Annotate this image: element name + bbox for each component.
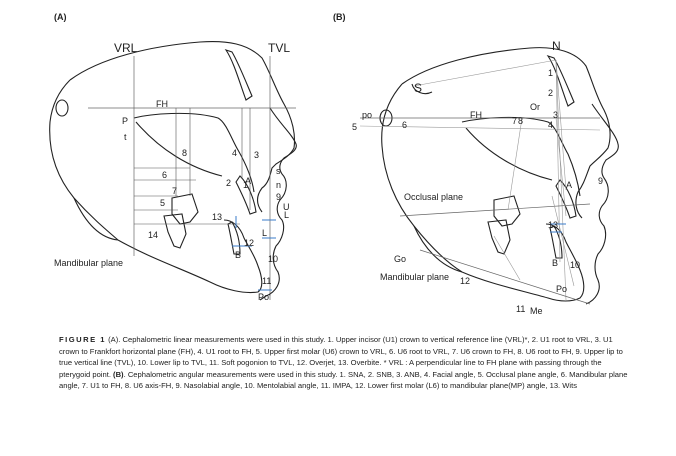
panel-a-num-3: 3 xyxy=(254,150,259,160)
figure-caption-part-a: (A). Cephalometric linear measurements w… xyxy=(59,335,623,379)
panel-a: (A) xyxy=(49,12,297,302)
panel-b-orbit xyxy=(546,54,575,107)
panel-b-soft-tissue xyxy=(585,103,619,305)
panel-a-a-label: A xyxy=(245,176,251,186)
figure-caption-label: FIGURE 1 xyxy=(59,335,107,344)
panel-a-maxilla xyxy=(133,112,255,193)
panel-b-po-label: po xyxy=(362,110,372,120)
panel-a-num-8: 8 xyxy=(182,148,187,158)
panel-a-num-12: 12 xyxy=(244,238,254,248)
panel-b-me-label: Me xyxy=(530,306,543,316)
panel-b-num-2: 2 xyxy=(548,88,553,98)
panel-a-num-10: 10 xyxy=(268,254,278,264)
panel-a-num-11: 11 xyxy=(262,276,271,286)
panel-a-measure-lines xyxy=(134,108,276,291)
panel-b-num-10: 10 xyxy=(570,260,580,270)
panel-b-num-7: 7 xyxy=(512,116,517,126)
panel-a-occiput xyxy=(49,79,119,241)
panel-a-l-label-lower: L xyxy=(262,228,267,238)
panel-a-mandibular-plane-label: Mandibular plane xyxy=(54,258,123,268)
panel-a-lower-molar xyxy=(163,213,187,249)
panel-b-fh-label: FH xyxy=(470,110,482,120)
panel-a-num-2: 2 xyxy=(226,178,231,188)
panel-a-vrl-label: VRL xyxy=(114,41,138,55)
panel-a-num-14: 14 xyxy=(148,230,158,240)
panel-b-palate xyxy=(465,127,553,181)
panel-b-num-13: 13 xyxy=(548,220,558,230)
panel-a-s-label: s xyxy=(276,166,281,176)
panel-a-n-label: n xyxy=(276,180,281,190)
panel-a-orbit xyxy=(224,48,253,101)
panel-a-fh-label: FH xyxy=(156,99,168,109)
panel-b-a-label: A xyxy=(566,180,572,190)
panel-b-num-1: 1 xyxy=(548,68,553,78)
panel-a-soft-tissue xyxy=(259,107,297,301)
panel-a-upper-molar xyxy=(171,193,199,225)
panel-a-l-label-right: L xyxy=(284,210,289,220)
panel-a-ramus xyxy=(73,197,119,241)
figure-caption: FIGURE 1 (A). Cephalometric linear measu… xyxy=(59,334,629,392)
panel-a-po-prime-label: Po' xyxy=(258,292,271,302)
panel-b-or-label: Or xyxy=(530,102,540,112)
panel-b-num-9: 9 xyxy=(598,176,603,186)
panel-a-mandible xyxy=(117,219,263,294)
panel-b-s-label: S xyxy=(414,81,422,95)
panel-b-num-11: 11 xyxy=(516,304,525,314)
panel-a-num-4: 4 xyxy=(232,148,237,158)
panel-b-go-label: Go xyxy=(394,254,406,264)
panel-b-ramus xyxy=(413,225,463,273)
panel-a-num-1: 1 xyxy=(243,180,248,190)
figure-caption-part-b: . Cephalometric angular measurements wer… xyxy=(59,369,628,391)
panel-b-upper-molar xyxy=(493,195,521,227)
panel-a-u-label: U xyxy=(283,202,290,212)
panel-b-skull-outline xyxy=(401,47,611,219)
panel-b-num-12: 12 xyxy=(460,276,470,286)
panel-b-lower-molar xyxy=(487,219,511,255)
panel-b-mandible xyxy=(461,223,585,302)
panel-b-occiput xyxy=(381,83,463,273)
panel-b-num-4: 4 xyxy=(548,120,553,130)
figure-caption-b-marker: (B) xyxy=(113,369,124,379)
panel-b-b-label: B xyxy=(552,258,558,268)
panel-a-upper-incisor xyxy=(235,175,257,215)
panel-b-n-label: N xyxy=(552,39,561,53)
panel-b-tag: (B) xyxy=(333,12,346,22)
panel-a-numbers: 1 2 3 4 5 6 7 8 9 10 11 12 13 14 xyxy=(148,148,281,286)
panel-a-num-9: 9 xyxy=(276,192,281,202)
panel-a-p-label: P xyxy=(122,116,128,126)
panel-a-ear xyxy=(55,99,69,117)
panel-b: (B) xyxy=(333,12,619,316)
panel-b-num-3: 3 xyxy=(553,110,558,120)
panel-b-reference-lines xyxy=(359,59,601,305)
panel-a-tag: (A) xyxy=(54,12,67,22)
panel-b-numbers: 1 2 3 4 5 6 7 8 9 10 11 12 13 xyxy=(352,68,603,314)
panel-a-t-label: t xyxy=(124,132,127,142)
panel-b-mandibular-plane-label: Mandibular plane xyxy=(380,272,449,282)
panel-a-skull-outline xyxy=(69,41,296,213)
panel-b-num-8: 8 xyxy=(518,116,523,126)
cephalometric-figure: (A) xyxy=(49,12,619,316)
panel-b-sella xyxy=(411,83,433,95)
panel-b-po-chin-label: Po xyxy=(556,284,567,294)
panel-a-num-7: 7 xyxy=(172,186,177,196)
panel-a-b-label: B xyxy=(235,250,241,260)
panel-a-lower-incisor xyxy=(227,221,241,255)
panel-b-num-5: 5 xyxy=(352,122,357,132)
panel-a-num-5: 5 xyxy=(160,198,165,208)
panel-a-num-6: 6 xyxy=(162,170,167,180)
panel-b-lower-incisor xyxy=(549,225,563,259)
panel-b-num-6: 6 xyxy=(402,120,407,130)
panel-b-occlusal-plane-label: Occlusal plane xyxy=(404,192,463,202)
panel-a-tvl-label: TVL xyxy=(268,41,290,55)
panel-a-num-13: 13 xyxy=(212,212,222,222)
